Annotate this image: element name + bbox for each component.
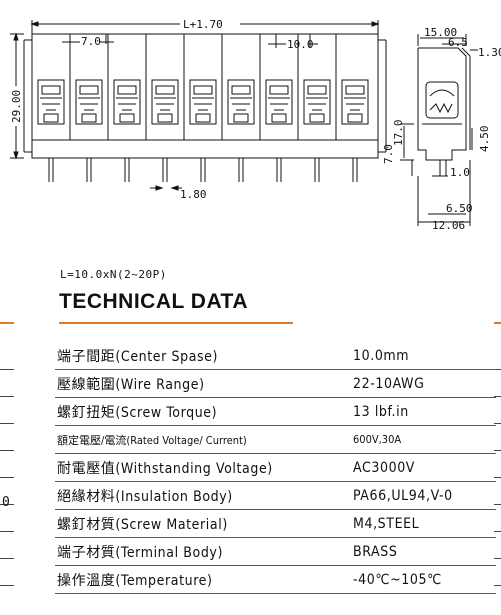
spec-label: 壓線範圍(Wire Range) <box>55 369 351 398</box>
left-column-edge <box>0 504 14 505</box>
dim-side-pin-label: 4.50 <box>478 126 491 153</box>
left-column-edge <box>0 369 14 370</box>
table-row: 端子間距(Center Spase)10.0mm <box>55 342 496 370</box>
right-column-edge <box>494 450 501 451</box>
spec-value: PA66,UL94,V-0 <box>351 481 496 510</box>
dim-total-width <box>30 20 380 34</box>
spec-label: 操作溫度(Temperature) <box>55 565 351 594</box>
right-column-edge <box>494 396 501 397</box>
table-row: 端子材質(Terminal Body)BRASS <box>55 537 496 566</box>
left-column-edge <box>0 396 14 397</box>
left-column-edge <box>0 531 14 532</box>
right-column-edge <box>494 558 501 559</box>
length-formula: L=10.0xN(2~20P) <box>60 268 167 281</box>
spec-value: -40℃~105℃ <box>351 565 496 594</box>
spec-label: 額定電壓/電流(Rated Voltage/ Current) <box>55 425 351 454</box>
right-column-edge <box>494 585 501 586</box>
dim-side-edge-label: 1.30 <box>478 46 501 59</box>
spec-value: M4,STEEL <box>351 509 496 538</box>
spec-value: 22-10AWG <box>351 369 496 398</box>
right-column-edge <box>494 477 501 478</box>
spec-label: 絕緣材料(Insulation Body) <box>55 481 351 510</box>
right-column-edge <box>494 531 501 532</box>
table-row: 絕緣材料(Insulation Body)PA66,UL94,V-0 <box>55 481 496 510</box>
dim-pin <box>150 185 182 191</box>
spec-label: 端子間距(Center Spase) <box>55 342 351 370</box>
section-title: TECHNICAL DATA <box>59 290 248 313</box>
spec-value: 600V,30A <box>351 425 496 454</box>
right-column-edge <box>494 504 501 505</box>
dim-side-base-label: 12.06 <box>432 219 465 232</box>
dim-side-pin-w-label: 1.0 <box>450 166 470 179</box>
screw-cells <box>37 34 369 182</box>
spec-label: 螺釘材質(Screw Material) <box>55 509 351 538</box>
dim-side-bottom-label: 6.50 <box>446 202 473 215</box>
right-column-edge <box>494 369 501 370</box>
left-column-digit: 0 <box>2 495 10 510</box>
left-column-edge <box>0 585 14 586</box>
spec-value: 10.0mm <box>351 342 496 370</box>
accent-rule-right <box>494 322 501 324</box>
technical-drawing: L+1.70 7.0 10.0 29.00 <box>10 18 501 232</box>
right-column-edge <box>494 423 501 424</box>
dim-height-label: 29.00 <box>10 90 23 123</box>
table-row: 操作溫度(Temperature)-40℃~105℃ <box>55 565 496 594</box>
dim-pin-label: 1.80 <box>180 188 207 201</box>
spec-label: 耐電壓值(Withstanding Voltage) <box>55 453 351 482</box>
spec-value: AC3000V <box>351 453 496 482</box>
accent-rule-left <box>0 322 14 324</box>
terminal-block-body <box>31 33 379 159</box>
table-row: 螺釘材質(Screw Material)M4,STEEL <box>55 509 496 538</box>
dim-side-top-label: 6.5 <box>448 36 468 49</box>
dim-pin-len-label: 7.0 <box>382 144 395 164</box>
accent-rule-main <box>59 322 293 324</box>
table-row: 壓線範圍(Wire Range)22-10AWG <box>55 369 496 398</box>
dim-pitch-label: 7.0 <box>81 35 101 48</box>
spec-value: 13 lbf.in <box>351 397 496 426</box>
technical-data-table: 端子間距(Center Spase)10.0mm 壓線範圍(Wire Range… <box>55 342 496 594</box>
side-view <box>417 47 471 177</box>
dim-height <box>10 32 24 160</box>
dim-side-height-label: 17.0 <box>392 120 405 147</box>
table-row: 耐電壓值(Withstanding Voltage)AC3000V <box>55 453 496 482</box>
dim-total-width-label: L+1.70 <box>183 18 223 31</box>
table-row: 螺釘扭矩(Screw Torque)13 lbf.in <box>55 397 496 426</box>
left-column-edge <box>0 477 14 478</box>
left-column-edge <box>0 450 14 451</box>
dim-pitch-right-label: 10.0 <box>287 38 314 51</box>
dim-side-width-label: 15.00 <box>424 26 457 39</box>
spec-label: 螺釘扭矩(Screw Torque) <box>55 397 351 426</box>
spec-label: 端子材質(Terminal Body) <box>55 537 351 566</box>
dim-pitch-right <box>268 34 318 48</box>
left-column-edge <box>0 558 14 559</box>
spec-value: BRASS <box>351 537 496 566</box>
left-column-edge <box>0 423 14 424</box>
table-row: 額定電壓/電流(Rated Voltage/ Current)600V,30A <box>55 425 496 454</box>
